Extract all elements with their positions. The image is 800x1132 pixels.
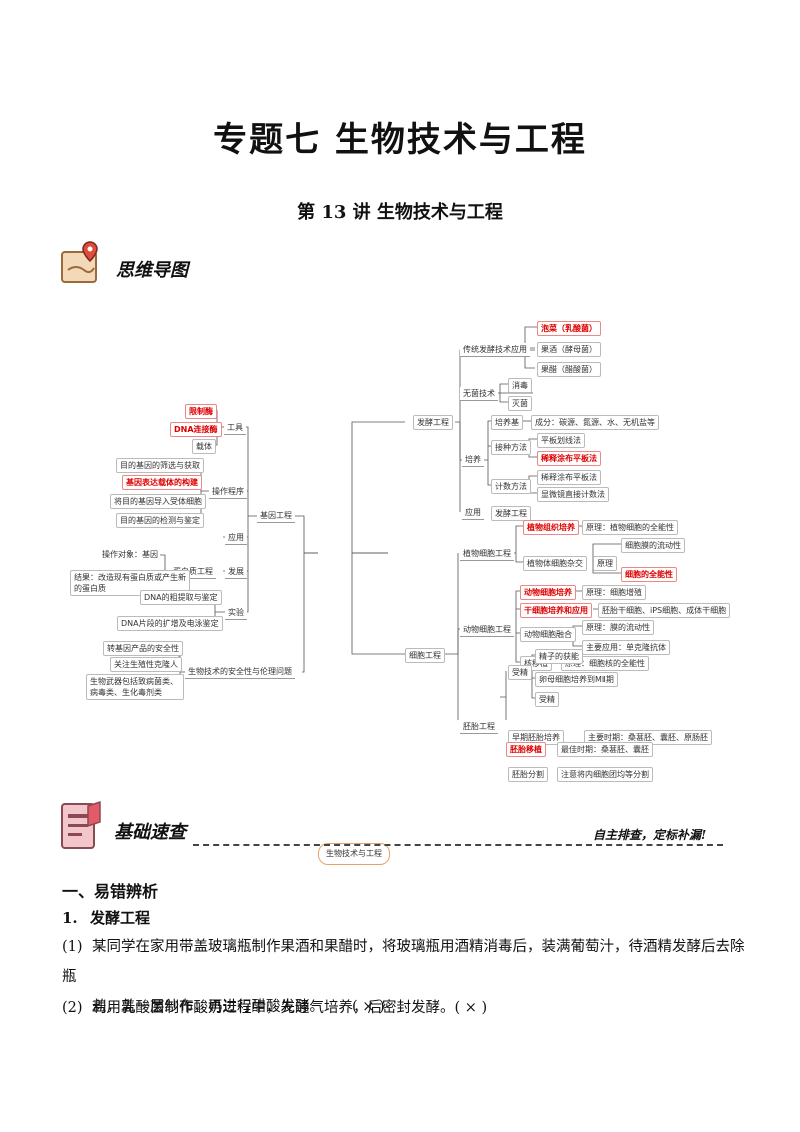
node-membrane: 细胞膜的流动性 [621,538,685,553]
node-ani-fusion: 动物细胞融合 [520,627,576,642]
node-ani-fusion-p: 原理：膜的流动性 [582,620,654,635]
lesson-title: 第 13 讲 生物技术与工程 [297,202,503,223]
node-fusion: 植物体细胞杂交 [523,556,587,571]
basics-section-label: 基础速查 [114,822,186,843]
question-number: (2) [62,1000,83,1016]
node-exp2: DNA片段的扩增及电泳鉴定 [117,616,223,631]
subsection-heading: 1. 发酵工程 [62,907,150,928]
node-fert: 受精 [508,665,532,680]
node-step3: 将目的基因导入受体细胞 [110,494,206,509]
node-gene-apply: 应用 [225,531,247,545]
node-tools: 工具 [224,421,246,435]
node-medium: 培养基 [491,415,523,430]
question-answer: ( × ) [454,1000,488,1016]
question-1: (1)某同学在家用带盖玻璃瓶制作果酒和果醋时，将玻璃瓶用酒精消毒后，装满葡萄汁，… [62,932,752,1022]
section-divider [193,844,723,846]
node-ani-culture-p: 原理：细胞增殖 [582,585,646,600]
page-title: 专题七 生物技术与工程 [213,120,587,160]
node-count-spread: 稀释涂布平板法 [537,470,601,485]
section-heading: 一、易错辨析 [62,882,159,901]
node-transfer: 胚胎移植 [506,742,546,757]
node-fermentation: 发酵工程 [413,415,453,430]
node-disinfect: 消毒 [508,378,532,393]
basics-tagline: 自主排查，定标补漏! [593,828,707,842]
node-step4: 目的基因的检测与鉴定 [116,513,204,528]
node-ani-culture: 动物细胞培养 [520,585,576,600]
mindmap-section-label: 思维导图 [116,260,188,281]
node-guojiu: 果酒（酵母菌） [537,342,601,357]
node-vector: 载体 [192,439,216,454]
node-safe1: 转基因产品的安全性 [103,641,183,656]
node-fert3: 受精 [535,692,559,707]
node-stem: 干细胞培养和应用 [520,603,592,618]
node-totipotency: 细胞的全能性 [621,567,677,582]
node-spread: 稀释涂布平板法 [537,451,601,466]
node-ani-fusion-a: 主要应用：单克隆抗体 [582,640,670,655]
node-ligase: DNA连接酶 [170,422,222,437]
node-cell: 细胞工程 [405,648,445,663]
question-text-line1: 某同学在家用带盖玻璃瓶制作果酒和果醋时，将玻璃瓶用酒精消毒后，装满葡萄汁，待酒精… [62,939,745,985]
subsection-title: 发酵工程 [90,909,151,927]
node-count: 计数方法 [491,479,531,494]
node-streak: 平板划线法 [537,433,585,448]
node-safe3: 生物武器包括致病菌类、病毒类、生化毒剂类 [86,674,184,700]
node-develop: 发展 [225,565,247,579]
node-principle: 原理 [593,556,617,571]
node-split-p: 注意将内细胞团均等分割 [557,767,653,782]
node-procedure: 操作程序 [209,485,247,499]
mindmap-center-node: 生物技术与工程 [318,843,390,865]
node-fert2: 卵母细胞培养到MⅡ期 [535,672,618,687]
question-2: (2) 利用乳酸菌制作酸奶过程中，先通气培养，后密封发酵。( × ) [62,993,752,1023]
checklist-icon [61,800,101,849]
question-text-line2: 盖，盖一层纱布，再进行醋酸发酵。 [92,999,324,1015]
node-sterilize: 灭菌 [508,396,532,411]
node-experiment: 实验 [225,606,247,620]
node-sterile: 无菌技术 [460,387,498,401]
node-safe2: 关注生殖性克隆人 [110,657,182,672]
node-tissue: 植物组织培养 [523,520,579,535]
node-gene: 基因工程 [257,509,295,523]
node-medium-comp: 成分：碳源、氮源、水、无机盐等 [531,415,659,430]
question-answer: ( × ) [352,999,385,1015]
subsection-number: 1. [62,909,78,927]
node-guocu: 果醋（醋酸菌） [537,362,601,377]
node-culture: 培养 [462,453,484,467]
node-stem-p: 胚胎干细胞、iPS细胞、成体干细胞 [598,603,731,618]
node-target: 操作对象：基因 [102,550,158,559]
node-split: 胚胎分割 [508,767,548,782]
question-number: (1) [62,939,83,955]
map-pin-icon [61,241,98,283]
node-safety: 生物技术的安全性与伦理问题 [185,665,295,679]
node-step2: 基因表达载体的构建 [122,475,202,490]
mind-map: 生物技术与工程 发酵工程 传统发酵技术应用 泡菜（乳酸菌） 果酒（酵母菌） 果醋… [0,300,800,865]
node-inoculate: 接种方法 [491,440,531,455]
question-text-line1: 利用乳酸菌制作酸奶过程中，先通气培养，后密封发酵。 [92,1000,455,1016]
node-fert1: 精子的获能 [535,649,583,664]
node-traditional: 传统发酵技术应用 [460,343,530,357]
node-exp1: DNA的粗提取与鉴定 [140,590,222,605]
node-embryo: 胚胎工程 [460,720,498,734]
node-tissue-p: 原理：植物细胞的全能性 [582,520,678,535]
node-enzyme: 限制酶 [185,404,217,419]
node-step1: 目的基因的筛选与获取 [116,458,204,473]
node-count-micro: 显微镜直接计数法 [537,487,609,502]
node-apply: 应用 [462,506,484,520]
basics-section-header: 基础速查 自主排查，定标补漏! [58,800,728,855]
node-animal: 动物细胞工程 [460,623,514,637]
node-paocai: 泡菜（乳酸菌） [537,321,601,336]
node-transfer-p: 最佳时期：桑葚胚、囊胚 [557,742,653,757]
node-ferm-eng: 发酵工程 [491,506,531,521]
node-plant: 植物细胞工程 [460,547,514,561]
mindmap-section-header: 思维导图 [58,240,238,288]
